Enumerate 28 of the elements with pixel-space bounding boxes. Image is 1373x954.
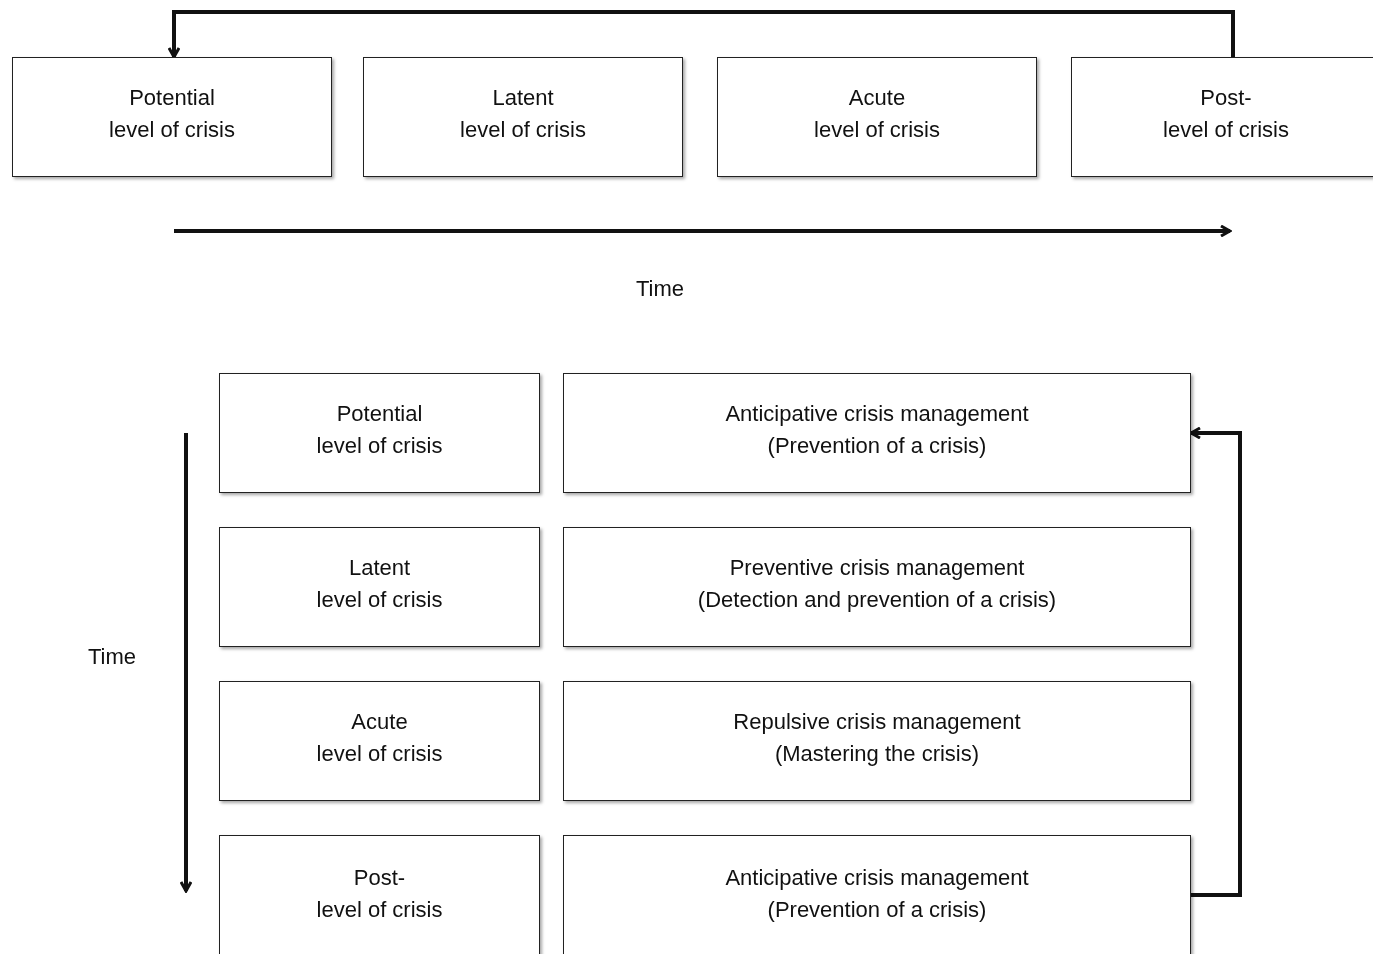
axis-label: Time bbox=[87, 644, 137, 670]
level-box bbox=[717, 57, 1037, 177]
level-box bbox=[12, 57, 332, 177]
box-label: Latent level of crisis bbox=[460, 84, 586, 144]
level-box bbox=[219, 373, 540, 493]
management-box bbox=[563, 681, 1191, 801]
level-box bbox=[219, 681, 540, 801]
box-label: Post- level of crisis bbox=[1163, 84, 1289, 144]
box-label: Preventive crisis management (Detection and prevention of a crisis) bbox=[697, 554, 1057, 614]
arrow bbox=[167, 10, 1235, 59]
box-label: Post- level of crisis bbox=[316, 864, 443, 924]
box-label: Potential level of crisis bbox=[316, 400, 443, 460]
box-label: Repulsive crisis management (Mastering the crisis) bbox=[733, 708, 1021, 768]
level-box bbox=[219, 527, 540, 647]
arrow bbox=[1189, 426, 1242, 897]
management-box bbox=[563, 373, 1191, 493]
box-label: Latent level of crisis bbox=[316, 554, 443, 614]
box-label: Anticipative crisis management (Prevention of a crisis) bbox=[725, 864, 1029, 924]
management-box bbox=[563, 835, 1191, 954]
box-label: Acute level of crisis bbox=[316, 708, 443, 768]
box-label: Acute level of crisis bbox=[814, 84, 940, 144]
level-box bbox=[363, 57, 683, 177]
level-box bbox=[219, 835, 540, 954]
management-box bbox=[563, 527, 1191, 647]
axis-label: Time bbox=[635, 276, 685, 302]
box-label: Anticipative crisis management (Prevention of a crisis) bbox=[725, 400, 1029, 460]
level-box bbox=[1071, 57, 1373, 177]
box-label: Potential level of crisis bbox=[109, 84, 235, 144]
